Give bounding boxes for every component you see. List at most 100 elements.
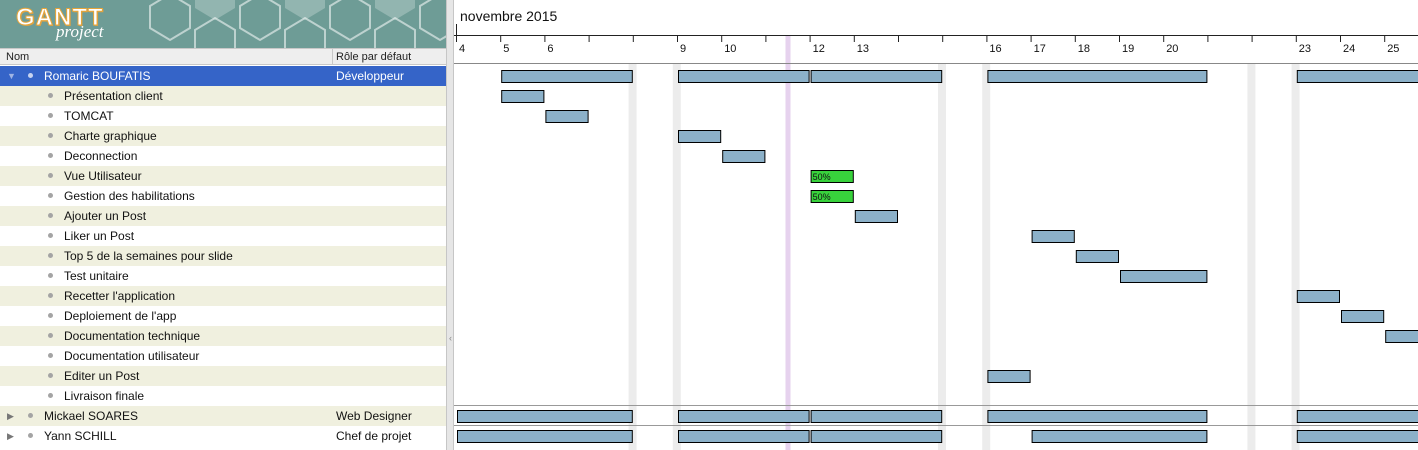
task-row[interactable]: TOMCAT [0, 106, 446, 126]
task-bullet-icon [48, 233, 53, 238]
day-label: 24 [1343, 43, 1355, 55]
task-bar[interactable] [810, 430, 943, 443]
task-bar[interactable] [545, 110, 589, 123]
task-bullet-icon [48, 273, 53, 278]
task-bar[interactable] [722, 150, 766, 163]
task-bar[interactable] [1075, 250, 1119, 263]
task-bullet-icon [48, 373, 53, 378]
row-name-label: Charte graphique [64, 129, 157, 143]
row-role-label: Chef de projet [336, 429, 412, 443]
task-row[interactable]: Deconnection [0, 146, 446, 166]
day-label: 18 [1078, 43, 1090, 55]
row-name-label: Gestion des habilitations [64, 189, 195, 203]
task-row[interactable]: Vue Utilisateur [0, 166, 446, 186]
task-row[interactable]: Présentation client [0, 86, 446, 106]
day-label: 19 [1122, 43, 1134, 55]
task-bar[interactable] [678, 70, 810, 83]
task-bar[interactable] [1296, 290, 1340, 303]
logo-sub-text: project [56, 22, 104, 41]
task-bar[interactable] [678, 130, 722, 143]
day-label: 6 [547, 43, 553, 55]
today-marker [785, 36, 791, 450]
task-bar[interactable] [1120, 270, 1208, 283]
task-bar[interactable] [1341, 310, 1385, 323]
task-bullet-icon [48, 113, 53, 118]
task-bar[interactable] [854, 210, 898, 223]
expand-arrow-right-icon[interactable]: ▶ [7, 411, 14, 421]
task-bar[interactable] [810, 70, 943, 83]
task-row[interactable]: Deploiement de l'app [0, 306, 446, 326]
task-bar[interactable] [1385, 330, 1418, 343]
row-name-label: Deconnection [64, 149, 138, 163]
resource-bullet-icon [28, 413, 33, 418]
task-bullet-icon [48, 253, 53, 258]
weekend-band [982, 64, 991, 450]
task-row[interactable]: Livraison finale [0, 386, 446, 406]
weekend-band [1291, 64, 1300, 450]
logo-wordmark: GANTT [16, 4, 104, 32]
task-bullet-icon [48, 133, 53, 138]
gantt-chart-area[interactable]: novembre 2015décembre 201545691012131617… [454, 0, 1418, 450]
task-bullet-icon [48, 313, 53, 318]
column-header-role[interactable]: Rôle par défaut [336, 51, 412, 63]
row-role-label: Développeur [336, 69, 405, 83]
row-name-label: Liker un Post [64, 229, 135, 243]
expand-arrow-right-icon[interactable]: ▶ [7, 431, 14, 441]
task-bar[interactable] [457, 410, 633, 423]
task-bar[interactable] [987, 410, 1208, 423]
task-bar[interactable] [1296, 70, 1418, 83]
task-bar[interactable] [1031, 230, 1075, 243]
task-row[interactable]: Documentation utilisateur [0, 346, 446, 366]
expand-arrow-down-icon[interactable]: ▼ [7, 71, 16, 81]
task-bar[interactable] [678, 410, 810, 423]
column-divider[interactable] [332, 49, 333, 65]
task-row[interactable]: Editer un Post [0, 366, 446, 386]
resource-bullet-icon [28, 73, 33, 78]
task-bullet-icon [48, 393, 53, 398]
task-row[interactable]: Top 5 de la semaines pour slide [0, 246, 446, 266]
task-progress-label: 50% [813, 172, 831, 182]
task-row[interactable]: Documentation technique [0, 326, 446, 346]
task-bullet-icon [48, 193, 53, 198]
task-row[interactable]: Test unitaire [0, 266, 446, 286]
task-row[interactable]: Recetter l'application [0, 286, 446, 306]
task-row[interactable]: Liker un Post [0, 226, 446, 246]
task-bullet-icon [48, 173, 53, 178]
weekend-band [1247, 64, 1256, 450]
task-bar[interactable] [1296, 410, 1418, 423]
panel-splitter[interactable] [446, 0, 454, 450]
resource-bullet-icon [28, 433, 33, 438]
task-bar-progress[interactable] [810, 190, 854, 203]
task-bullet-icon [48, 293, 53, 298]
day-label: 13 [857, 43, 869, 55]
task-row[interactable]: Charte graphique [0, 126, 446, 146]
row-name-label: Documentation technique [64, 329, 201, 343]
task-row[interactable]: Gestion des habilitations [0, 186, 446, 206]
gantt-chart-svg[interactable]: novembre 2015décembre 201545691012131617… [454, 0, 1418, 450]
task-row[interactable]: Ajouter un Post [0, 206, 446, 226]
splitter-grip-icon[interactable]: ‹ [449, 333, 452, 343]
task-bar[interactable] [501, 70, 633, 83]
task-bar[interactable] [501, 90, 545, 103]
task-bar[interactable] [1031, 430, 1208, 443]
day-label: 20 [1166, 43, 1178, 55]
task-bar[interactable] [678, 430, 810, 443]
weekend-band [628, 64, 637, 450]
task-bar[interactable] [987, 370, 1031, 383]
day-label: 25 [1387, 43, 1399, 55]
row-name-label: Documentation utilisateur [64, 349, 200, 363]
day-label: 10 [724, 43, 736, 55]
row-name-label: Editer un Post [64, 369, 140, 383]
day-label: 5 [503, 43, 509, 55]
task-bar[interactable] [1296, 430, 1418, 443]
task-bullet-icon [48, 153, 53, 158]
column-header-name[interactable]: Nom [6, 51, 30, 63]
task-bar[interactable] [457, 430, 633, 443]
task-bar[interactable] [987, 70, 1208, 83]
task-bar-progress[interactable] [810, 170, 854, 183]
task-bar[interactable] [810, 410, 943, 423]
month-label: novembre 2015 [460, 8, 558, 24]
